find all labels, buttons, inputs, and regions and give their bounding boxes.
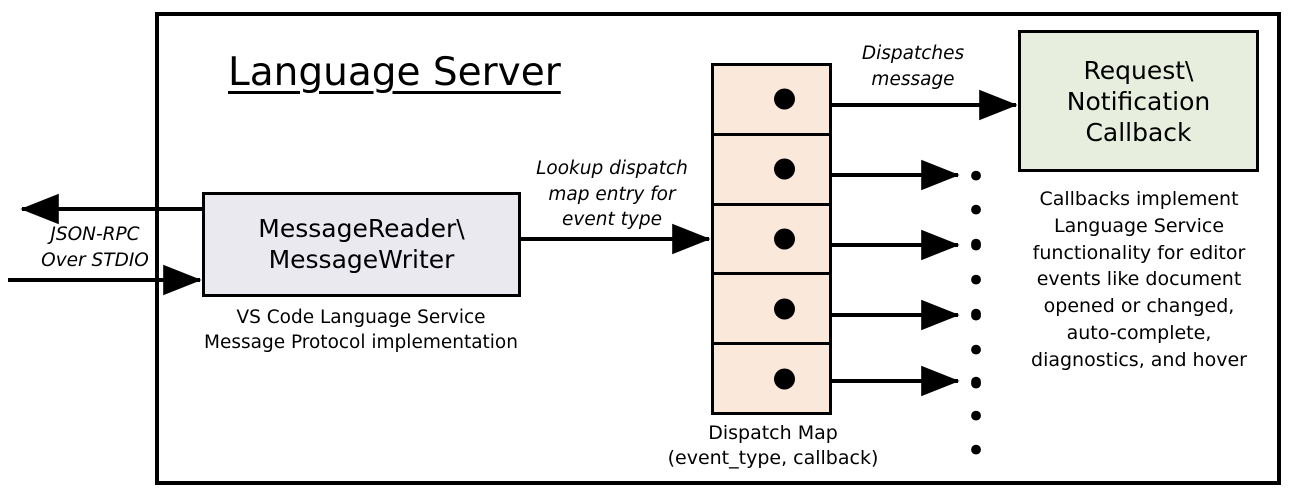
callback-dot-icon	[774, 158, 795, 180]
callback-dot-icon	[774, 298, 795, 320]
dispatches-message-label: Dispatches message	[838, 41, 988, 92]
jsonrpc-label-line1: JSON-RPC	[50, 224, 140, 245]
jsonrpc-transport-label: JSON-RPC Over STDIO	[30, 222, 160, 273]
message-reader-writer-node[interactable]: MessageReader\ MessageWriter	[202, 192, 521, 297]
callback-title-line2: Notification	[1066, 86, 1211, 116]
dispatch-map-caption-line2: (event_type, callback)	[667, 447, 879, 470]
ellipsis-row-3: • • •	[966, 227, 989, 335]
dispatch-map-table[interactable]	[711, 63, 832, 415]
dispatch-map-cell-3[interactable]	[714, 206, 829, 276]
callback-caption-line4: events like document	[1036, 268, 1242, 291]
dispatch-map-cell-4[interactable]	[714, 275, 829, 346]
callback-caption-line7: diagnostics, and hover	[1031, 348, 1247, 371]
lookup-label-line2: map entry for	[548, 183, 676, 205]
callback-caption-line5: opened or changed,	[1043, 295, 1235, 318]
message-rw-caption: VS Code Language Service Message Protoco…	[196, 306, 526, 356]
dispatch-map-caption: Dispatch Map (event_type, callback)	[650, 421, 896, 471]
callback-title-line1: Request\	[1083, 55, 1194, 85]
lookup-label-line1: Lookup dispatch	[536, 158, 688, 179]
callback-caption-line6: auto-complete,	[1066, 321, 1212, 344]
dispatch-map-cell-5[interactable]	[714, 345, 829, 412]
dispatches-label-line1: Dispatches	[861, 43, 965, 64]
callback-dot-icon	[774, 228, 795, 250]
callback-description: Callbacks implement Language Service fun…	[1006, 186, 1272, 373]
message-rw-title-line1: MessageReader\	[258, 214, 465, 243]
dispatch-map-caption-line1: Dispatch Map	[708, 422, 838, 444]
lookup-label-line3: event type	[562, 209, 662, 231]
callback-title-line3: Callback	[1085, 117, 1192, 147]
message-rw-title-line2: MessageWriter	[268, 244, 455, 274]
page-title: Language Server	[228, 50, 561, 95]
jsonrpc-label-line2: Over STDIO	[41, 249, 149, 271]
callback-caption-line3: functionality for editor	[1032, 241, 1246, 264]
ellipsis-row-4: • • •	[966, 297, 989, 405]
callback-dot-icon	[774, 368, 795, 390]
lookup-dispatch-label: Lookup dispatch map entry for event type	[518, 156, 706, 233]
ellipsis-row-2: • • •	[966, 157, 989, 265]
request-notification-callback-node[interactable]: Request\ Notification Callback	[1018, 30, 1259, 172]
callback-dot-icon	[774, 88, 795, 110]
dispatches-label-line2: message	[871, 68, 955, 90]
message-rw-caption-line1: VS Code Language Service	[236, 307, 486, 328]
callback-caption-line1: Callbacks implement	[1039, 188, 1239, 210]
language-server-frame	[155, 12, 1281, 485]
dispatch-map-cell-1[interactable]	[714, 66, 829, 136]
message-rw-caption-line2: Message Protocol implementation	[204, 331, 518, 353]
ellipsis-row-5: • • •	[966, 363, 989, 471]
callback-caption-line2: Language Service	[1053, 214, 1225, 237]
dispatch-map-cell-2[interactable]	[714, 136, 829, 206]
